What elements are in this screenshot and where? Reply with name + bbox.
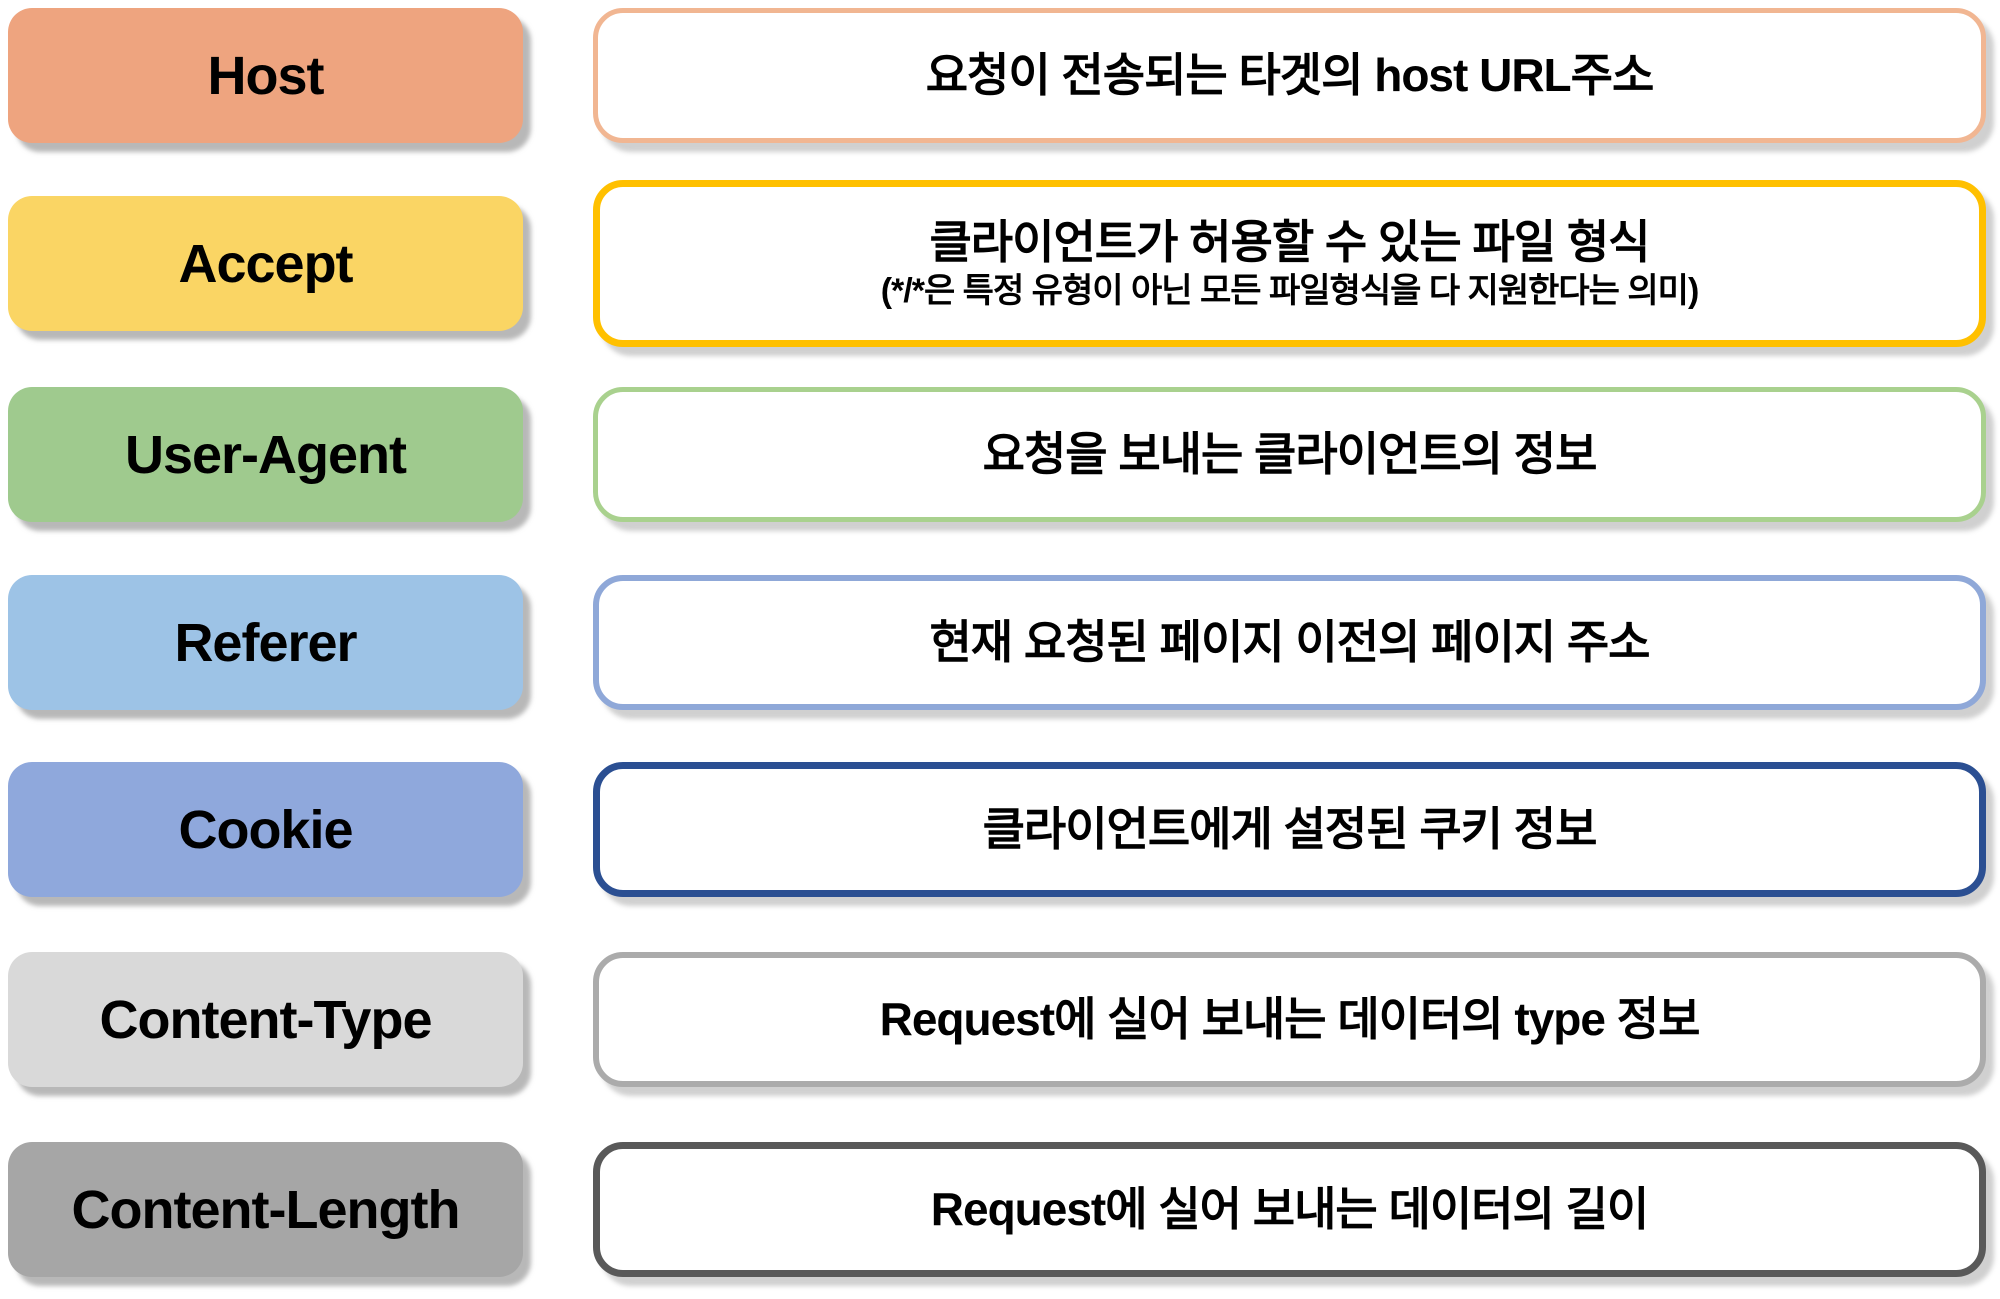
header-description-text: 현재 요청된 페이지 이전의 페이지 주소: [929, 615, 1650, 668]
header-row-user-agent: User-Agent 요청을 보내는 클라이언트의 정보: [8, 387, 1986, 522]
header-description-text: Request에 실어 보내는 데이터의 길이: [930, 1182, 1649, 1235]
header-description-note: (*/*은 특정 유형이 아닌 모든 파일형식을 다 지원한다는 의미): [880, 271, 1700, 310]
header-row-host: Host 요청이 전송되는 타겟의 host URL주소: [8, 8, 1986, 143]
header-row-content-type: Content-Type Request에 실어 보내는 데이터의 type 정…: [8, 952, 1986, 1087]
header-row-referer: Referer 현재 요청된 페이지 이전의 페이지 주소: [8, 575, 1986, 710]
header-description-text: 요청이 전송되는 타겟의 host URL주소: [925, 48, 1655, 101]
header-label-cookie: Cookie: [8, 762, 523, 897]
header-row-accept: Accept 클라이언트가 허용할 수 있는 파일 형식 (*/*은 특정 유형…: [8, 180, 1986, 347]
header-description-box-referer: 현재 요청된 페이지 이전의 페이지 주소: [593, 575, 1986, 710]
header-description-text: 요청을 보내는 클라이언트의 정보: [982, 427, 1598, 480]
header-label-content-length: Content-Length: [8, 1142, 523, 1277]
header-description-box-content-length: Request에 실어 보내는 데이터의 길이: [593, 1142, 1986, 1277]
header-description-box-host: 요청이 전송되는 타겟의 host URL주소: [593, 8, 1986, 143]
header-label-content-type: Content-Type: [8, 952, 523, 1087]
header-description-box-accept: 클라이언트가 허용할 수 있는 파일 형식 (*/*은 특정 유형이 아닌 모든…: [593, 180, 1986, 347]
header-row-cookie: Cookie 클라이언트에게 설정된 쿠키 정보: [8, 762, 1986, 897]
header-description-text: 클라이언트가 허용할 수 있는 파일 형식: [929, 215, 1650, 268]
header-description-box-cookie: 클라이언트에게 설정된 쿠키 정보: [593, 762, 1986, 897]
header-label-host: Host: [8, 8, 523, 143]
header-description-text: 클라이언트에게 설정된 쿠키 정보: [982, 802, 1598, 855]
header-description-box-content-type: Request에 실어 보내는 데이터의 type 정보: [593, 952, 1986, 1087]
header-description-box-user-agent: 요청을 보내는 클라이언트의 정보: [593, 387, 1986, 522]
header-description-text: Request에 실어 보내는 데이터의 type 정보: [879, 992, 1701, 1045]
header-label-user-agent: User-Agent: [8, 387, 523, 522]
header-label-accept: Accept: [8, 196, 523, 331]
header-label-referer: Referer: [8, 575, 523, 710]
header-row-content-length: Content-Length Request에 실어 보내는 데이터의 길이: [8, 1142, 1986, 1277]
